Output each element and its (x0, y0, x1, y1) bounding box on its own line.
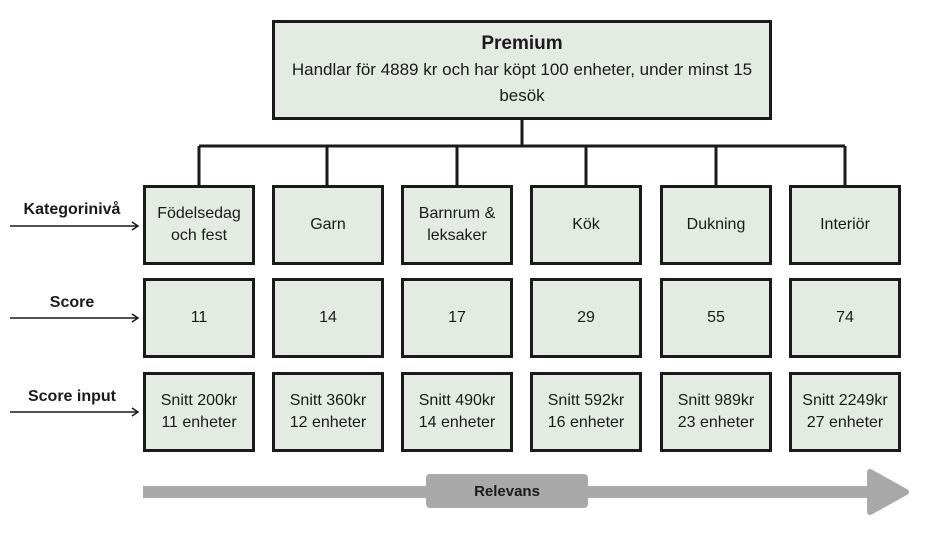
score-input-arrow (10, 407, 140, 417)
category-label: Födelsedag och fest (157, 205, 241, 244)
score-value: 74 (836, 309, 854, 326)
score-input-text: Snitt 989kr 23 enheter (677, 392, 755, 431)
category-box: Barnrum & leksaker (401, 185, 513, 265)
score-value: 55 (707, 309, 725, 326)
score-input-box: Snitt 490kr 14 enheter (401, 372, 513, 452)
score-box: 74 (789, 278, 901, 358)
score-input-text: Snitt 592kr 16 enheter (547, 392, 625, 431)
score-input-text: Snitt 360kr 12 enheter (289, 392, 367, 431)
score-value: 29 (577, 309, 595, 326)
category-label: Dukning (686, 216, 746, 233)
category-box: Interiör (789, 185, 901, 265)
row-label-category: Kategorinivå (23, 201, 121, 218)
score-value: 17 (448, 309, 466, 326)
score-input-box: Snitt 2249kr 27 enheter (789, 372, 901, 452)
category-label: Interiör (820, 216, 870, 233)
category-arrow (10, 221, 140, 231)
row-label-score: Score (49, 294, 95, 311)
score-box: 17 (401, 278, 513, 358)
category-box: Dukning (660, 185, 772, 265)
score-value: 14 (319, 309, 337, 326)
premium-description: Handlar för 4889 kr och har köpt 100 enh… (291, 60, 753, 105)
score-box: 55 (660, 278, 772, 358)
score-input-box: Snitt 592kr 16 enheter (530, 372, 642, 452)
score-input-box: Snitt 200kr 11 enheter (143, 372, 255, 452)
score-input-box: Snitt 360kr 12 enheter (272, 372, 384, 452)
relevance-label: Relevans (426, 474, 588, 508)
category-label: Barnrum & leksaker (418, 205, 496, 244)
row-label-score-input: Score input (27, 388, 116, 405)
score-box: 29 (530, 278, 642, 358)
relevance-label-text: Relevans (474, 482, 540, 500)
score-input-text: Snitt 2249kr 27 enheter (802, 392, 888, 431)
category-label: Garn (310, 216, 346, 233)
score-box: 14 (272, 278, 384, 358)
score-arrow (10, 313, 140, 323)
score-input-text: Snitt 490kr 14 enheter (418, 392, 496, 431)
score-box: 11 (143, 278, 255, 358)
category-label: Kök (572, 216, 600, 233)
category-box: Kök (530, 185, 642, 265)
premium-title: Premium (481, 33, 563, 54)
score-input-box: Snitt 989kr 23 enheter (660, 372, 772, 452)
premium-box: Premium Handlar för 4889 kr och har köpt… (272, 20, 772, 120)
category-box: Garn (272, 185, 384, 265)
score-value: 11 (190, 309, 208, 326)
category-box: Födelsedag och fest (143, 185, 255, 265)
score-input-text: Snitt 200kr 11 enheter (160, 392, 238, 431)
